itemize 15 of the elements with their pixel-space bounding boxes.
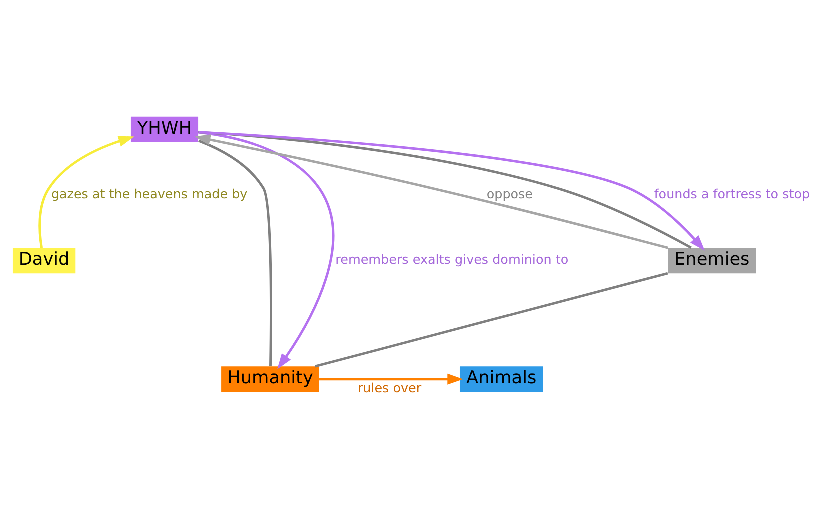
node-box: David <box>12 248 76 274</box>
connector <box>314 272 668 368</box>
node-box: Animals <box>460 366 544 392</box>
edge-label: gazes at the heavens made by <box>51 187 248 202</box>
node-box: YHWH <box>130 116 199 142</box>
edge-label: oppose <box>486 187 534 202</box>
connector <box>198 139 272 366</box>
edge-label: founds a fortress to stop <box>654 187 810 202</box>
edge-label: remembers exalts gives dominion to <box>336 252 569 268</box>
arrow <box>320 373 464 384</box>
node-box: Humanity <box>222 366 320 392</box>
node-box: Enemies <box>668 248 756 274</box>
arrow <box>38 136 134 248</box>
edge-label: rules over <box>358 380 422 396</box>
arrow <box>198 130 335 370</box>
